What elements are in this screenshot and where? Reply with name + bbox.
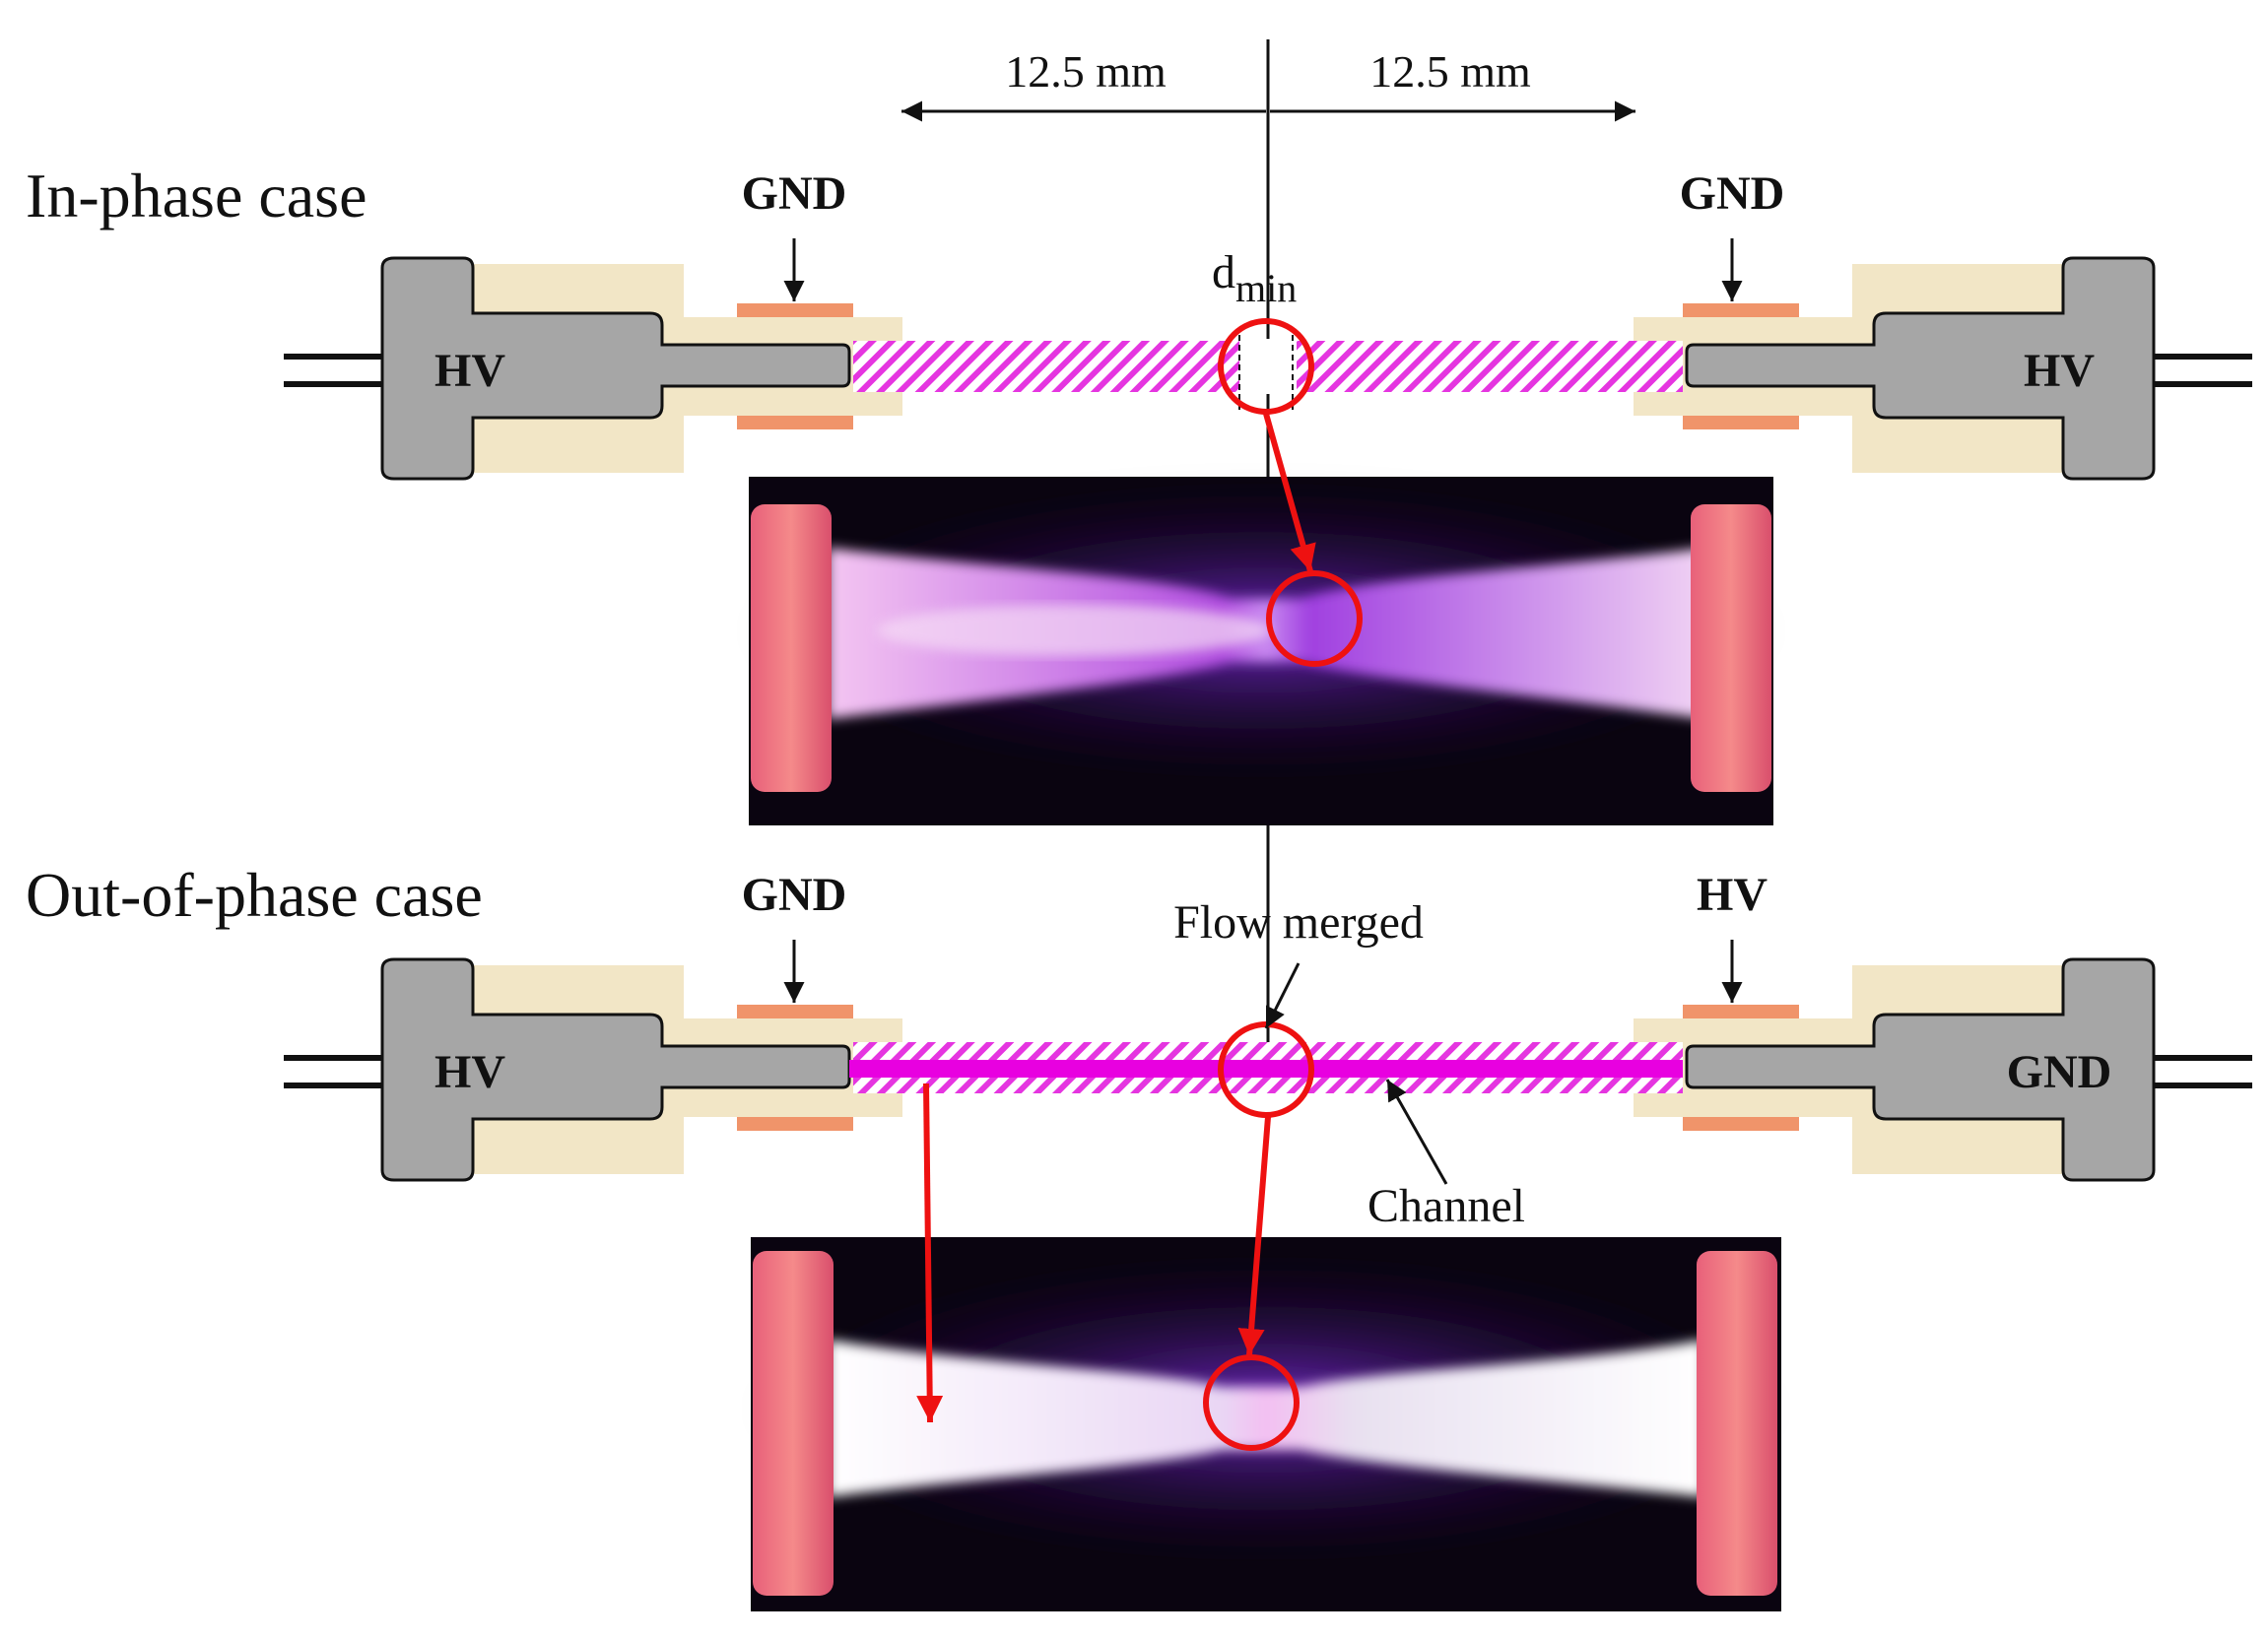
out-of-phase-title: Out-of-phase case [26, 860, 483, 930]
ground-ring-electrode-bottom [1683, 1117, 1799, 1131]
in-phase-section: In-phase case HV GND HV GND [26, 161, 2252, 825]
left-electrode-cap [753, 1251, 834, 1596]
out-of-phase-right-assembly [1634, 957, 2252, 1182]
right-electrode-label: HV [1697, 869, 1768, 921]
out-of-phase-discharge-photo [751, 1237, 1781, 1611]
hv-connector [380, 957, 851, 1182]
flow-merged-label: Flow merged [1173, 896, 1424, 949]
dimension-label-right: 12.5 mm [1369, 46, 1531, 97]
left-electrode-cap [751, 504, 832, 792]
plasma-channel [849, 1060, 1683, 1078]
merge-point-circle [1266, 570, 1363, 667]
dmin-label: dmin [1212, 246, 1297, 310]
left-electrode-label: GND [742, 869, 847, 921]
in-phase-discharge-photo [749, 477, 1773, 825]
ground-ring-electrode-bottom [737, 1117, 853, 1131]
right-connector-label: HV [2024, 345, 2095, 397]
hv-connector [380, 256, 851, 481]
ground-ring-electrode-top [737, 303, 853, 317]
out-of-phase-left-assembly [284, 957, 902, 1182]
in-phase-right-assembly [1634, 256, 2252, 481]
plasma-jet-right [1285, 341, 1683, 392]
dimension-annotations: 12.5 mm 12.5 mm [901, 39, 1635, 1074]
out-of-phase-section: Out-of-phase case HV GND GND HV [26, 860, 2252, 1611]
gnd-connector [1685, 957, 2156, 1182]
in-phase-title: In-phase case [26, 161, 367, 230]
right-electrode-label: GND [1680, 167, 1785, 220]
left-electrode-label: GND [742, 167, 847, 220]
ground-ring-electrode-bottom [737, 416, 853, 429]
red-link-arrow-channel [916, 1083, 944, 1423]
right-connector-label: GND [2007, 1046, 2112, 1098]
right-electrode-cap [1697, 1251, 1777, 1596]
left-connector-label: HV [434, 1046, 505, 1098]
dmin-marker-circle [1218, 318, 1314, 415]
ground-ring-electrode-top [1683, 303, 1799, 317]
in-phase-left-assembly: HV GND [284, 167, 902, 481]
ground-ring-electrode-bottom [1683, 416, 1799, 429]
red-link-arrow-center [1237, 1116, 1271, 1356]
channel-label: Channel [1367, 1180, 1525, 1232]
dmin-main: d [1212, 246, 1235, 298]
dmin-subscript: min [1235, 266, 1297, 310]
hv-connector-label: HV [434, 345, 505, 397]
hv-connector [1685, 256, 2156, 481]
ground-ring-electrode-top [737, 1005, 853, 1018]
red-link-arrow [1263, 413, 1316, 572]
plasma-jet-left [853, 341, 1251, 392]
channel-pointer [1385, 1079, 1448, 1185]
dimension-label-left: 12.5 mm [1005, 46, 1167, 97]
flow-merged-pointer [1264, 962, 1301, 1029]
merge-point-circle [1203, 1354, 1300, 1451]
ground-ring-electrode-top [1683, 1005, 1799, 1018]
right-electrode-cap [1691, 504, 1771, 792]
